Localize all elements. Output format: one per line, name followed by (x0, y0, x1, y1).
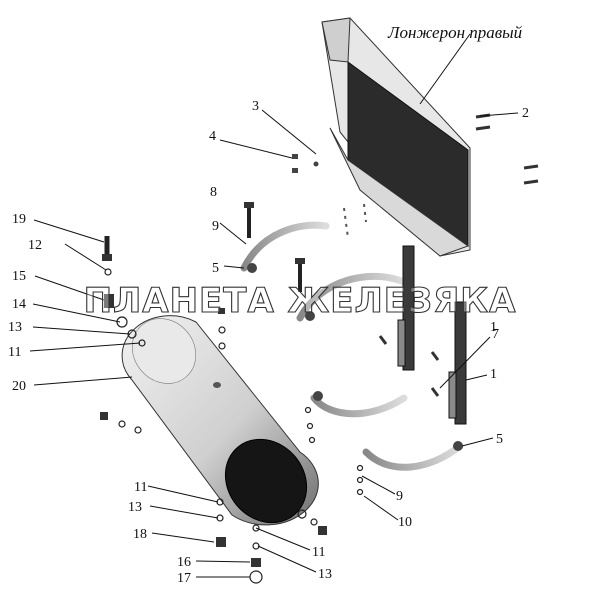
callout-13-left: 13 (8, 320, 22, 335)
callout-9-lower: 9 (396, 489, 403, 504)
callout-5-upper: 5 (212, 261, 219, 276)
callout-9-upper: 9 (212, 219, 219, 234)
callout-2: 2 (522, 106, 529, 121)
air-tank (121, 315, 319, 526)
longeron-right (321, 17, 471, 257)
callout-13-bottom: 13 (128, 500, 142, 515)
callout-16: 16 (177, 555, 191, 570)
callout-11-bottom: 11 (134, 480, 147, 495)
callout-15: 15 (12, 269, 26, 284)
callout-1: 1 (490, 367, 497, 382)
mounting-straps (240, 221, 464, 471)
diagram-title: Лонжерон правый (387, 23, 523, 42)
brackets (397, 245, 467, 425)
callout-8: 8 (210, 185, 217, 200)
callout-7: 1 (490, 320, 497, 335)
callout-3: 3 (252, 99, 259, 114)
callout-4: 4 (209, 129, 216, 144)
watermark-text: ПЛАНЕТА ЖЕЛЕЗЯКА (84, 281, 517, 321)
callout-7-label: 7 (492, 327, 499, 342)
callout-11-right: 11 (312, 545, 325, 560)
callout-12: 12 (28, 238, 42, 253)
callout-10: 10 (398, 515, 412, 530)
callout-11-left: 11 (8, 345, 21, 360)
callout-14: 14 (12, 297, 26, 312)
callout-5-lower: 5 (496, 432, 503, 447)
callout-19: 19 (12, 212, 26, 227)
callout-numbers: 1 2 3 4 5 5 7 8 9 9 10 11 11 11 12 13 13… (8, 99, 529, 586)
leader-lines (29, 33, 519, 578)
callout-17: 17 (177, 571, 191, 586)
callout-13-right: 13 (318, 567, 332, 582)
callout-20: 20 (12, 379, 26, 394)
callout-18: 18 (133, 527, 147, 542)
fasteners (100, 113, 539, 584)
